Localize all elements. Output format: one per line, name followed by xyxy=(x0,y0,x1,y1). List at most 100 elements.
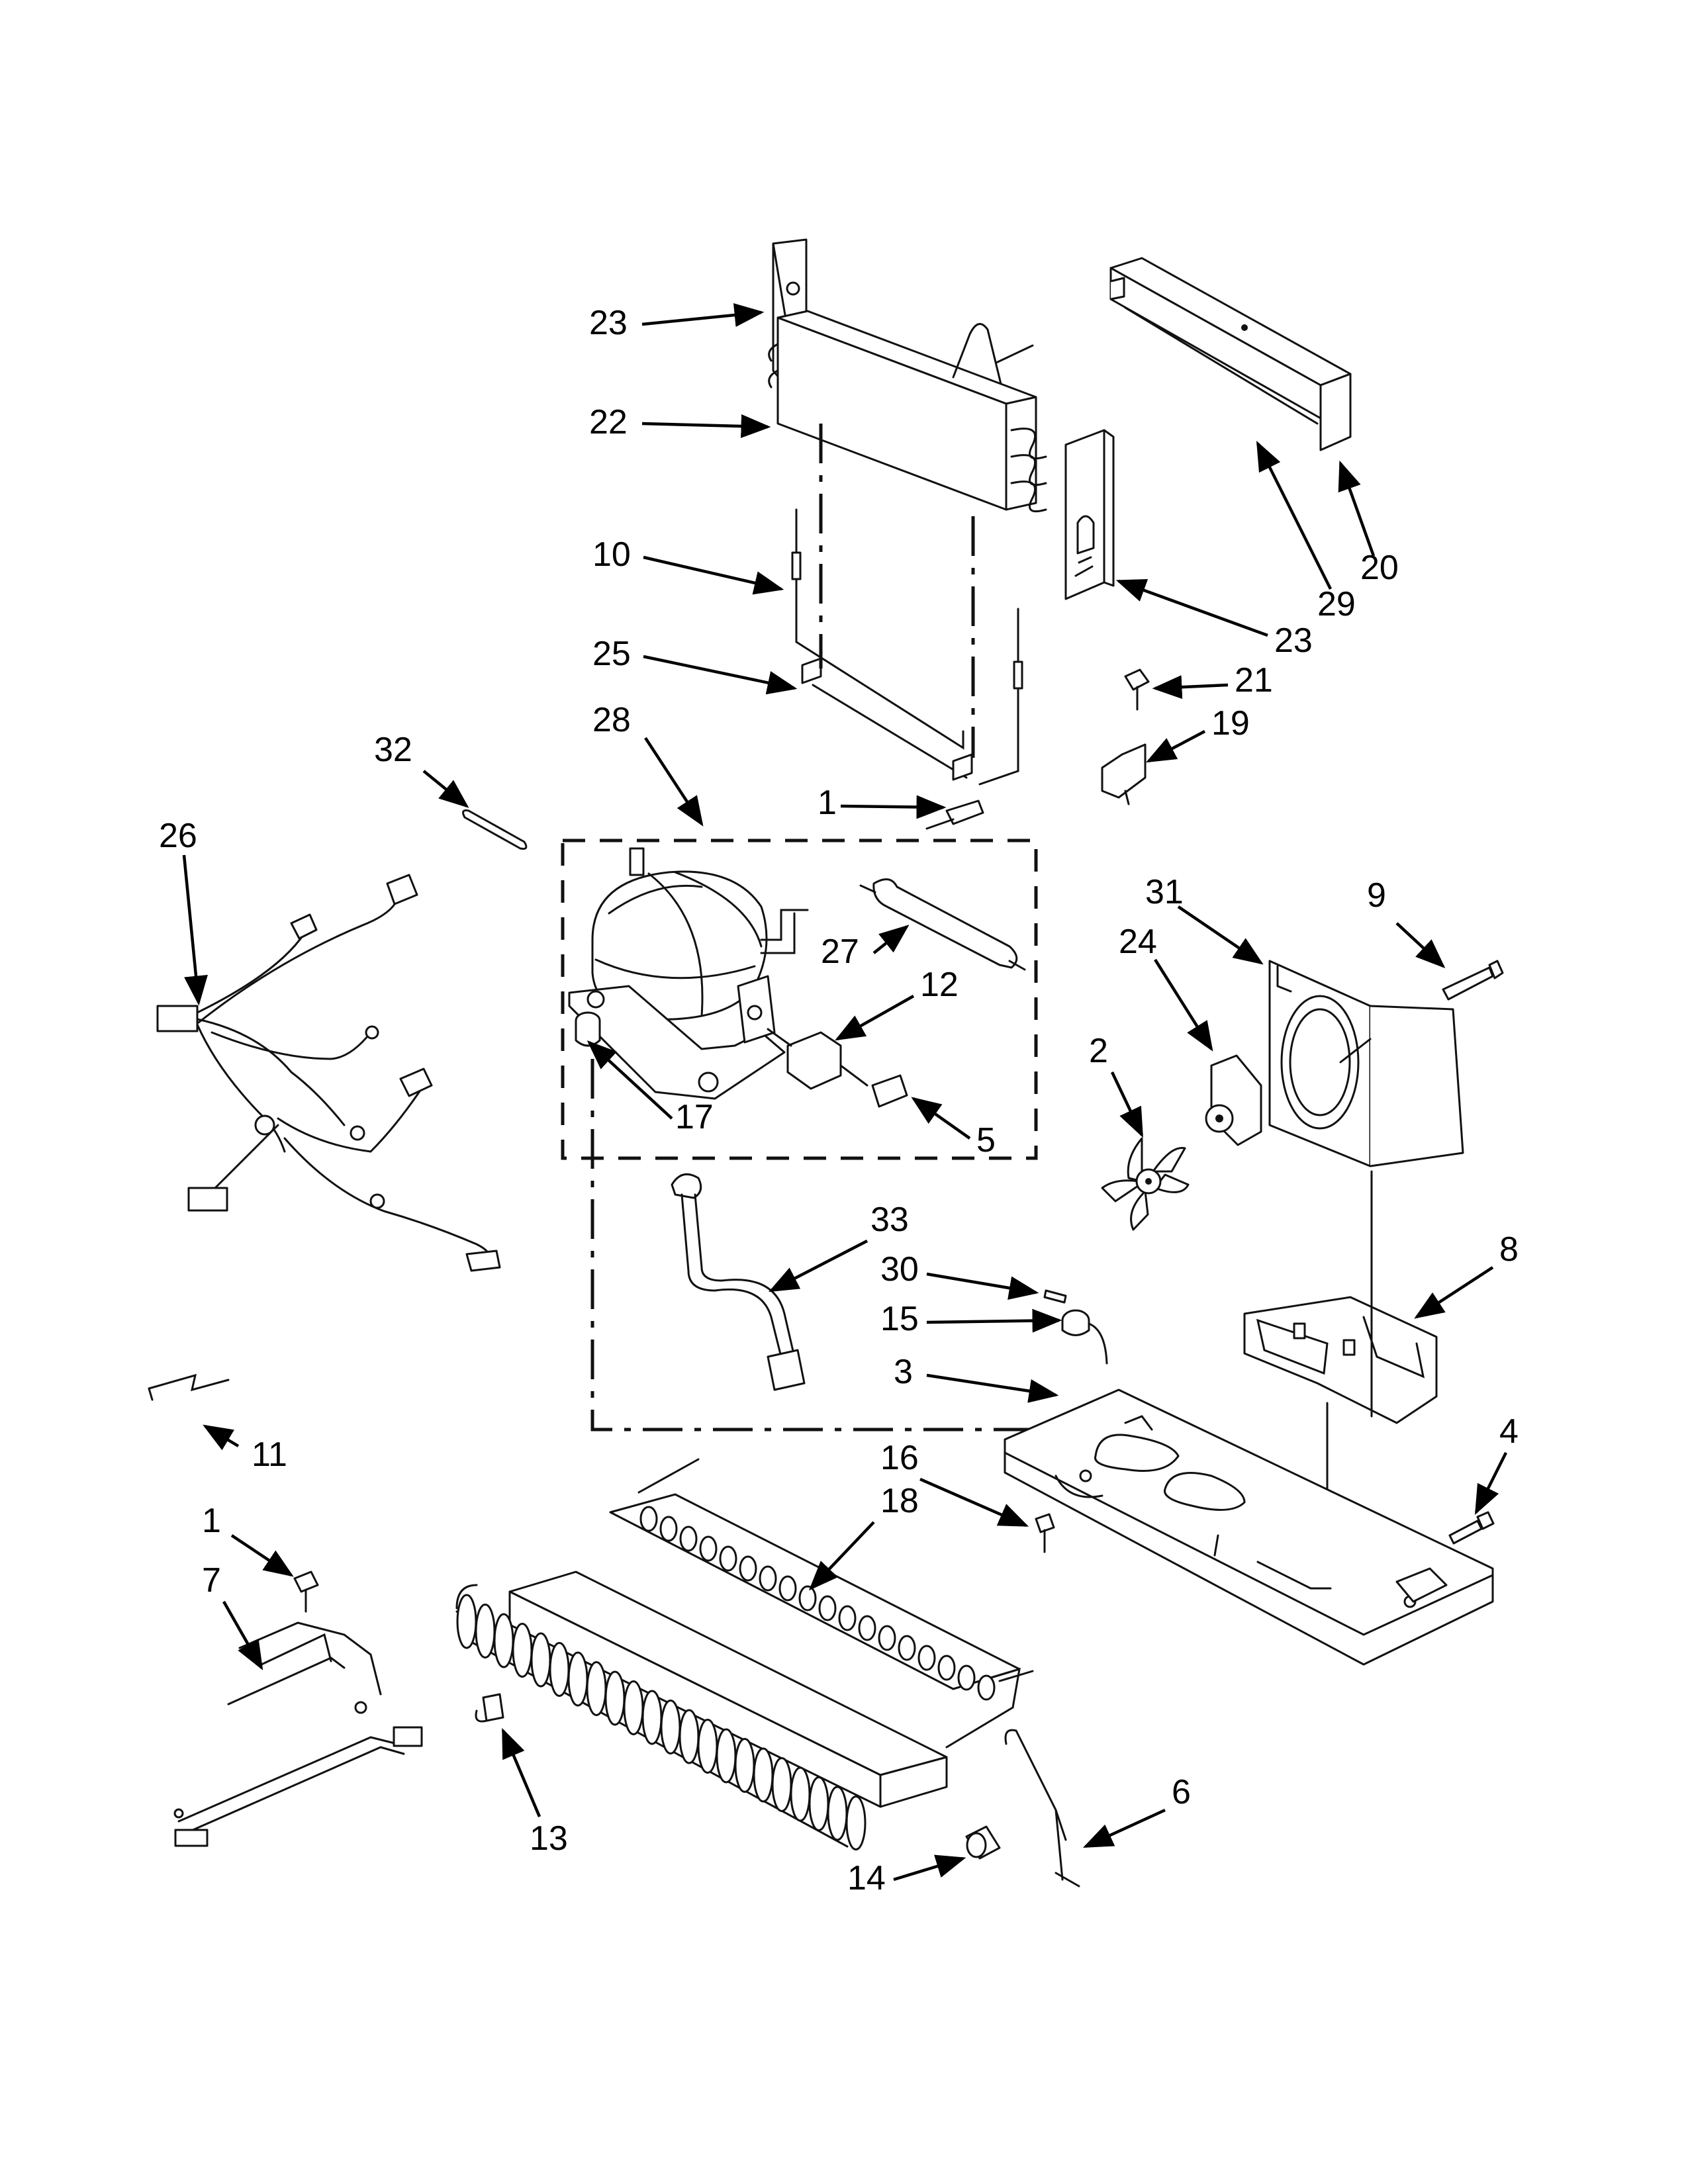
callout-part-33: 33 xyxy=(870,1201,909,1239)
callout-part-23: 23 xyxy=(589,304,628,342)
leader-line-part-22 xyxy=(641,414,771,438)
leader-line-part-21 xyxy=(1152,675,1229,700)
leader-line-part-20 xyxy=(1338,460,1376,557)
condenser-coil-loop xyxy=(679,1709,700,1764)
callout-part-25: 25 xyxy=(592,635,631,673)
part-16-screw xyxy=(1035,1513,1055,1553)
callout-part-24: 24 xyxy=(1119,923,1157,961)
part-3-base-pan xyxy=(1004,1388,1494,1666)
callout-part-28: 28 xyxy=(592,701,631,739)
condenser-coil-loop xyxy=(660,1700,681,1754)
callout-part-26: 26 xyxy=(159,817,197,855)
callout-part-27: 27 xyxy=(821,933,859,971)
condenser-coil-loop-upper xyxy=(957,1664,976,1691)
part-24-fan-motor xyxy=(1205,1054,1262,1146)
callout-part-12: 12 xyxy=(920,966,959,1004)
callout-part-11: 11 xyxy=(252,1435,287,1474)
callout-part-29: 29 xyxy=(1317,585,1356,623)
condenser-coil-loop xyxy=(845,1796,867,1850)
part-28-compressor xyxy=(568,847,809,1100)
condenser-coil-loop xyxy=(456,1594,477,1649)
part-21-screw xyxy=(1124,668,1150,711)
condenser-coil-loop xyxy=(493,1613,514,1668)
condenser-coil-loop xyxy=(604,1670,626,1726)
part-15-grommet xyxy=(1061,1309,1108,1365)
callout-part-15: 15 xyxy=(880,1300,919,1338)
callout-part-18: 18 xyxy=(880,1482,919,1520)
leader-line-part-1 xyxy=(230,1534,294,1577)
part-14-grommet xyxy=(965,1825,1001,1860)
condenser-coil-loop xyxy=(827,1786,848,1841)
part-12-relay xyxy=(767,1028,868,1090)
condenser-coil-loop-upper xyxy=(778,1575,797,1602)
callout-part-4: 4 xyxy=(1499,1412,1519,1451)
callout-part-31: 31 xyxy=(1145,873,1184,911)
leader-line-part-7 xyxy=(222,1600,263,1670)
part-22-evaporator xyxy=(768,238,1047,513)
leader-line-part-13 xyxy=(501,1727,541,1817)
part-6-tube xyxy=(1004,1729,1080,1888)
leader-line-part-10 xyxy=(643,555,784,595)
leader-line-part-14 xyxy=(893,1854,966,1882)
leader-line-part-4 xyxy=(1474,1451,1508,1516)
part-17-grommet xyxy=(575,1011,601,1047)
condenser-coil-loop xyxy=(623,1680,644,1735)
callout-part-20: 20 xyxy=(1360,549,1399,587)
callout-part-10: 10 xyxy=(592,535,631,574)
part-1-screw-top xyxy=(925,799,984,830)
condenser-coil-loop-upper xyxy=(679,1525,698,1552)
leader-line-part-12 xyxy=(835,995,915,1041)
part-7-harness xyxy=(173,1621,423,1847)
condenser-coil-loop-upper xyxy=(739,1555,757,1582)
callout-part-3: 3 xyxy=(894,1353,913,1391)
leader-line-part-24 xyxy=(1154,958,1213,1052)
callout-part-22: 22 xyxy=(589,403,628,441)
leader-line-part-33 xyxy=(769,1240,868,1293)
condenser-coil-loop-upper xyxy=(917,1645,936,1671)
condenser-coil-loop xyxy=(808,1776,829,1831)
part-23-bracket-right xyxy=(1064,429,1115,600)
callout-part-30: 30 xyxy=(880,1250,919,1289)
condenser-coil-loop xyxy=(753,1747,774,1803)
leader-line-part-32 xyxy=(422,770,469,808)
part-13-clip xyxy=(475,1693,504,1723)
condenser-coil-loop xyxy=(567,1651,588,1707)
condenser-coil-loop-upper xyxy=(818,1595,837,1621)
guide-line-left xyxy=(590,1059,1059,1432)
callout-part-9: 9 xyxy=(1367,876,1386,915)
leader-line-part-1 xyxy=(840,795,947,819)
leader-line-part-25 xyxy=(643,655,798,695)
callout-part-17: 17 xyxy=(675,1098,714,1136)
part-10-tube xyxy=(791,508,1023,786)
condenser-coil-loop xyxy=(586,1661,607,1716)
leader-line-part-11 xyxy=(203,1424,240,1451)
leader-line-part-27 xyxy=(872,925,910,954)
part-20-cover xyxy=(1109,257,1352,451)
condenser-coil-loop-upper xyxy=(858,1615,876,1641)
part-30-cap xyxy=(1043,1289,1067,1304)
part-25-bracket xyxy=(801,657,973,781)
callout-part-19: 19 xyxy=(1211,704,1250,743)
leader-line-part-6 xyxy=(1082,1808,1166,1848)
condenser-coil-loop-upper xyxy=(798,1585,817,1612)
leader-line-part-3 xyxy=(926,1373,1059,1403)
condenser-coil-loop xyxy=(716,1728,737,1784)
callout-part-7: 7 xyxy=(202,1561,221,1600)
condenser-coil-loop-upper xyxy=(878,1625,896,1651)
condenser-coil-loop xyxy=(641,1690,663,1745)
callout-part-8: 8 xyxy=(1499,1230,1519,1269)
leader-line-part-17 xyxy=(586,1040,673,1120)
part-11-clip xyxy=(148,1373,230,1401)
leader-line-part-26 xyxy=(182,854,208,1006)
leader-line-part-23 xyxy=(1115,578,1268,637)
part-32-strap xyxy=(462,809,528,850)
part-31-fan-shroud xyxy=(1268,960,1464,1167)
leader-line-part-30 xyxy=(926,1272,1039,1300)
leader-line-part-8 xyxy=(1414,1266,1494,1319)
callout-part-6: 6 xyxy=(1172,1773,1191,1811)
condenser-coil-loop xyxy=(697,1719,718,1774)
part-27-drier xyxy=(859,878,1026,971)
part-4-screw xyxy=(1448,1511,1495,1545)
leader-line-part-18 xyxy=(808,1521,875,1591)
